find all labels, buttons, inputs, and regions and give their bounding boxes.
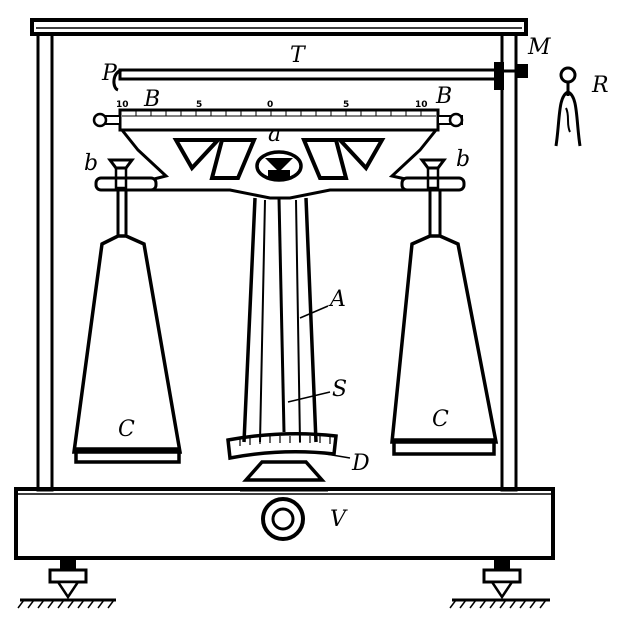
label-V: V: [330, 507, 348, 532]
foot-right: [449, 558, 550, 609]
scale-label-right-10: 10: [415, 100, 428, 110]
label-b-right: b: [456, 147, 470, 172]
stirrup-right: [419, 158, 447, 190]
scale-label-left-10: 10: [116, 100, 129, 110]
leader-lines: [287, 305, 351, 459]
scale-label-right-5: 5: [343, 100, 349, 110]
label-P: P: [101, 61, 118, 86]
label-D: D: [351, 451, 370, 476]
foot-left: [17, 558, 116, 609]
rider-weight: [554, 66, 582, 147]
stirrup-left: [107, 158, 135, 190]
pan-right: [390, 190, 499, 456]
column: [240, 197, 328, 492]
scale-label-left-5: 5: [196, 100, 202, 110]
label-b-left: b: [84, 151, 98, 176]
label-M: M: [527, 35, 551, 60]
release-knob: [261, 497, 305, 541]
label-T: T: [290, 43, 307, 68]
label-A: A: [328, 287, 346, 312]
dial-scale: [226, 432, 338, 461]
scale-label-zero: 0: [267, 100, 273, 110]
pan-left: [71, 190, 183, 464]
label-B-left: B: [143, 87, 160, 112]
label-C-left: C: [118, 417, 135, 442]
label-a: a: [268, 122, 281, 147]
label-S: S: [332, 377, 347, 402]
label-B-right: B: [435, 84, 452, 109]
label-C-right: C: [432, 407, 449, 432]
label-R: R: [591, 73, 609, 98]
rider-bar: [112, 62, 528, 92]
case-frame: [14, 18, 555, 560]
